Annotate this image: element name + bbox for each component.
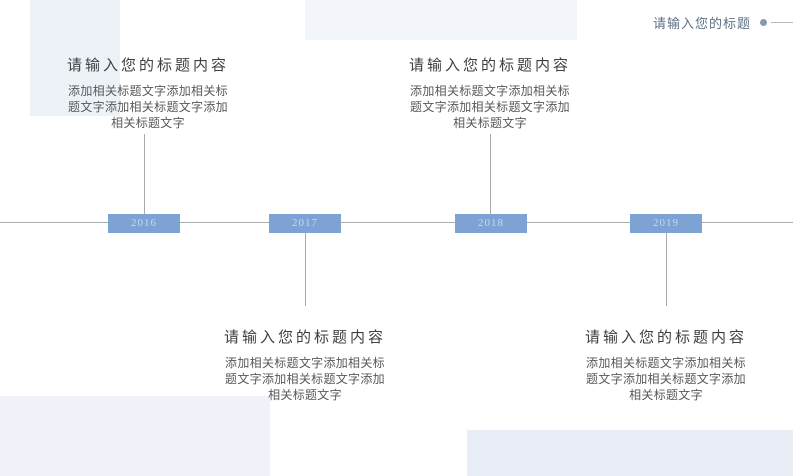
slide-header: 请输入您的标题 <box>653 12 793 32</box>
event-title: 请输入您的标题内容 <box>408 58 571 74</box>
event-title: 请输入您的标题内容 <box>584 330 747 346</box>
event-block-2018: 请输入您的标题内容 添加相关标题文字添加相关标题文字添加相关标题文字添加相关标题… <box>375 54 605 131</box>
background-shape-bottom-left <box>0 396 270 476</box>
event-block-2019: 请输入您的标题内容 添加相关标题文字添加相关标题文字添加相关标题文字添加相关标题… <box>551 326 781 403</box>
event-block-2016: 请输入您的标题内容 添加相关标题文字添加相关标题文字添加相关标题文字添加相关标题… <box>33 54 263 131</box>
event-block-2017: 请输入您的标题内容 添加相关标题文字添加相关标题文字添加相关标题文字添加相关标题… <box>190 326 420 403</box>
year-marker-2016: 2016 <box>108 214 180 233</box>
connector-2017 <box>305 233 306 306</box>
connector-2019 <box>666 233 667 306</box>
event-title: 请输入您的标题内容 <box>223 330 386 346</box>
connector-2016 <box>144 134 145 214</box>
year-marker-2018: 2018 <box>455 214 527 233</box>
connector-2018 <box>490 134 491 214</box>
bullet-dot-icon <box>760 18 767 26</box>
event-body: 添加相关标题文字添加相关标题文字添加相关标题文字添加相关标题文字 <box>586 356 746 402</box>
year-marker-2019: 2019 <box>630 214 702 233</box>
header-rule-line <box>771 21 793 23</box>
timeline-axis <box>0 222 793 223</box>
background-shape-top-middle <box>305 0 577 40</box>
year-marker-2017: 2017 <box>269 214 341 233</box>
event-body: 添加相关标题文字添加相关标题文字添加相关标题文字添加相关标题文字 <box>225 356 385 402</box>
event-body: 添加相关标题文字添加相关标题文字添加相关标题文字添加相关标题文字 <box>68 84 228 130</box>
event-title: 请输入您的标题内容 <box>66 58 229 74</box>
background-shape-bottom-right <box>467 430 793 476</box>
background-shape-top-left <box>30 0 120 116</box>
slide-header-title: 请输入您的标题 <box>652 15 751 31</box>
event-body: 添加相关标题文字添加相关标题文字添加相关标题文字添加相关标题文字 <box>410 84 570 130</box>
